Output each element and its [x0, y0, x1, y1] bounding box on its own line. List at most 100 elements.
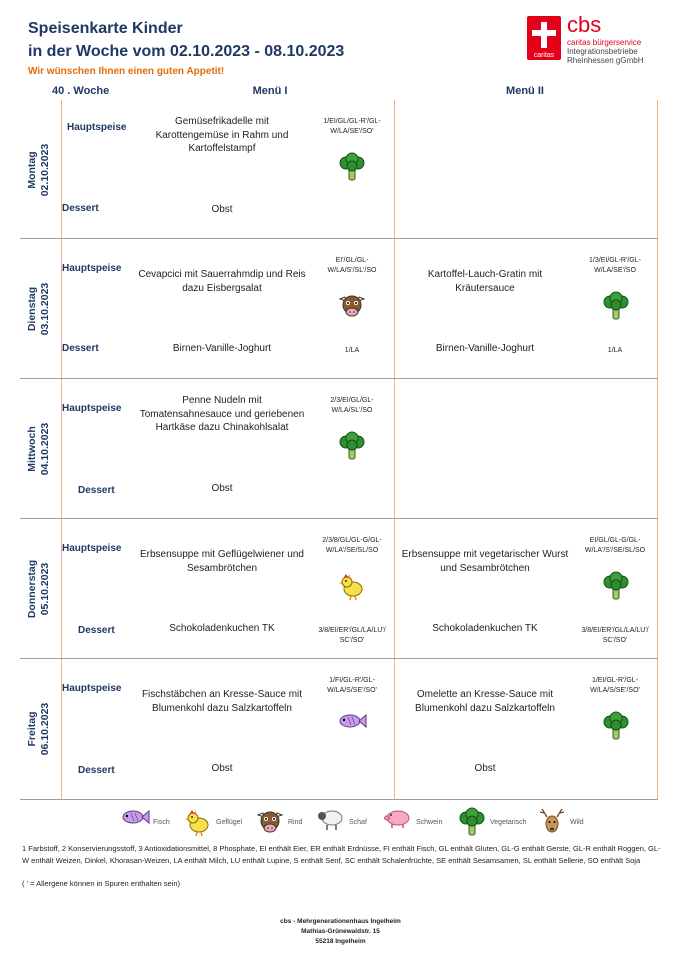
menu1-main-allergens: 2/3/8/GL/GL-G/GL- W/LA'/SE/SL/SO — [322, 537, 382, 554]
hauptspeise-label: Hauptspeise — [62, 543, 122, 554]
legend-item: Vegetarisch — [457, 807, 527, 839]
appetit-note: Wir wünschen Ihnen einen guten Appetit! — [28, 66, 225, 77]
legend-label: Schwein — [416, 819, 443, 826]
logo-line2: Integrationsbetriebe — [567, 47, 638, 56]
day-date: 03.10.2023 — [39, 282, 51, 336]
menu2-dessert: Schokoladenkuchen TK — [432, 623, 538, 634]
menu2-dessert-allergens: 1/LA — [607, 347, 623, 354]
menu1-main-dish: Gemüsefrikadelle mit Karottengemüse in R… — [155, 116, 289, 154]
day-separator — [20, 518, 658, 519]
caritas-cross-icon: caritas — [527, 16, 561, 60]
menu1-dessert: Obst — [211, 763, 233, 774]
menu1-main-dish: Cevapcici mit Sauerrahmdip und Reis dazu… — [138, 269, 306, 294]
chicken-icon — [183, 807, 213, 842]
menu2-dessert-allergens: 3/8/EI/ER'/GL/LA/LU'/ SC'/SO' — [581, 627, 649, 644]
hauptspeise-label: Hauptspeise — [62, 263, 122, 274]
menu1-header: Menü I — [252, 85, 288, 97]
broccoli-icon — [337, 152, 367, 187]
menu1-main-dish: Fischstäbchen an Kresse-Sauce mit Blumen… — [141, 689, 303, 714]
broccoli-icon — [337, 431, 367, 466]
sheep-icon — [316, 807, 346, 836]
footer-line1: cbs - Mehrgenerationenhaus Ingelheim — [280, 918, 401, 925]
fish-icon — [337, 711, 367, 736]
day-date: 04.10.2023 — [39, 422, 51, 476]
footer-line3: 55218 Ingelheim — [315, 938, 366, 945]
day-separator — [20, 799, 658, 800]
footer-line2: Mathias-Grünewaldstr. 15 — [301, 928, 380, 935]
menu2-header: Menü II — [506, 85, 544, 97]
broccoli-icon — [601, 711, 631, 746]
dessert-label: Dessert — [78, 485, 115, 496]
day-separator — [20, 658, 658, 659]
legend-item: Wild — [537, 807, 607, 839]
deer-icon — [537, 807, 567, 842]
week-range-title: in der Woche vom 02.10.2023 - 08.10.2023 — [28, 43, 345, 60]
logo-badge-text: caritas — [533, 52, 555, 59]
allergen-footnote: 1 Farbstoff, 2 Konservierungsstoff, 3 An… — [22, 844, 661, 865]
day-separator — [20, 378, 658, 379]
legend-label: Vegetarisch — [490, 819, 527, 826]
legend-label: Fisch — [153, 819, 170, 826]
menu2-dessert: Obst — [474, 763, 496, 774]
hauptspeise-label: Hauptspeise — [62, 683, 122, 694]
menu1-main-allergens: EI'/GL/GL- W/LA/S'/SL'/SO — [327, 257, 377, 274]
logo-line1: caritas bürgerservice — [567, 38, 642, 47]
dessert-label: Dessert — [78, 765, 115, 776]
legend-label: Wild — [570, 819, 584, 826]
grid-divider — [394, 100, 395, 800]
dessert-label: Dessert — [62, 343, 99, 354]
fish-icon — [120, 807, 150, 832]
day-name: Mittwoch — [26, 426, 38, 472]
cbs-caritas-logo: caritas cbs caritas bürgerservice Integr… — [527, 12, 657, 68]
menu2-dessert: Birnen-Vanille-Joghurt — [435, 343, 535, 354]
menu1-main-dish: Erbsensuppe mit Geflügelwiener und Sesam… — [140, 549, 304, 574]
legend-label: Schaf — [349, 819, 367, 826]
menu1-dessert-allergens: 3/8/EI/ER'/GL/LA/LU'/ SC'/SO' — [318, 627, 386, 644]
legend-item: Rind — [255, 807, 325, 839]
day-name: Freitag — [26, 711, 38, 747]
logo-brand: cbs — [567, 12, 602, 37]
chicken-icon — [337, 571, 367, 606]
legend-label: Rind — [288, 819, 303, 826]
day-name: Dienstag — [26, 286, 38, 332]
menu1-dessert: Obst — [211, 204, 233, 215]
day-name: Montag — [26, 151, 38, 189]
legend-item: Geflügel — [183, 807, 253, 839]
broccoli-icon — [601, 571, 631, 606]
menu2-main-dish: Omelette an Kresse-Sauce mit Blumenkohl … — [415, 689, 555, 714]
cow-icon — [337, 291, 367, 326]
day-date: 02.10.2023 — [39, 143, 51, 197]
day-separator — [20, 238, 658, 239]
menu2-main-allergens: 1/3/EI/GL-R'/GL- W/LA/SE'/SO — [589, 257, 641, 274]
menu1-dessert: Birnen-Vanille-Joghurt — [172, 343, 272, 354]
pig-icon — [383, 807, 413, 834]
menu2-main-dish: Kartoffel-Lauch-Gratin mit Kräutersauce — [427, 269, 543, 294]
dessert-label: Dessert — [78, 625, 115, 636]
legend-item: Fisch — [120, 807, 190, 839]
grid-divider — [61, 100, 62, 800]
menu1-main-allergens: 1/FI/GL-R'/GL- W/LA/S/SE'/SO' — [327, 677, 377, 694]
legend-label: Geflügel — [216, 819, 243, 826]
legend-item: Schwein — [383, 807, 453, 839]
menu1-dessert-allergens: 1/LA — [344, 347, 360, 354]
traces-note: ( ' = Allergene können in Spuren enthalt… — [22, 879, 180, 888]
dessert-label: Dessert — [62, 203, 99, 214]
hauptspeise-label: Hauptspeise — [62, 403, 122, 414]
day-date: 06.10.2023 — [39, 702, 51, 756]
menu1-main-allergens: 1/EI/GL/GL-R'/GL- W/LA/SE'/SO' — [323, 118, 381, 135]
broccoli-icon — [457, 807, 487, 842]
day-name: Donnerstag — [26, 559, 38, 619]
menu2-main-dish: Erbsensuppe mit vegetarischer Wurst und … — [401, 549, 569, 574]
broccoli-icon — [601, 291, 631, 326]
page-title: Speisenkarte Kinder — [28, 20, 183, 37]
legend-item: Schaf — [316, 807, 386, 839]
cow-icon — [255, 807, 285, 842]
grid-divider — [657, 100, 658, 800]
menu1-dessert: Schokoladenkuchen TK — [169, 623, 275, 634]
logo-line3: Rheinhessen gGmbH — [567, 56, 644, 65]
